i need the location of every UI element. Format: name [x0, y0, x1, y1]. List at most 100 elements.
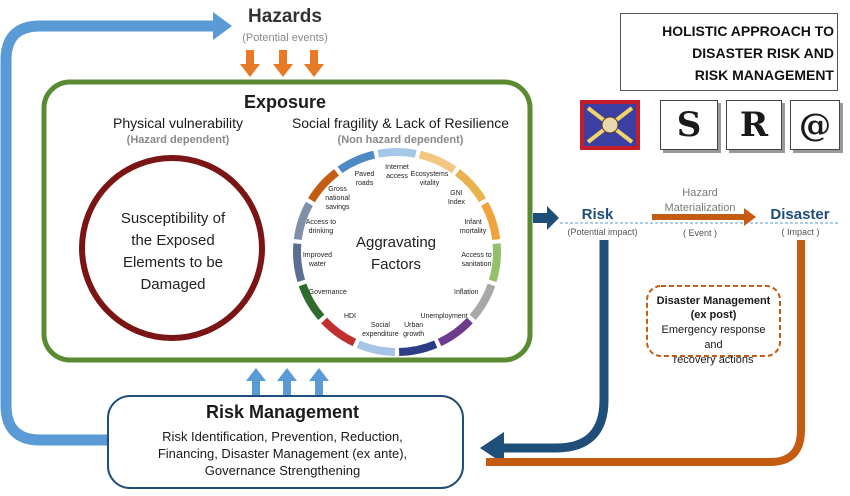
factor-label: Unemployment — [414, 312, 474, 321]
factor-label-line: Unemployment — [420, 313, 468, 321]
aggravating-factors-text: Aggravating Factors — [336, 232, 456, 276]
factor-label-line: expenditure — [362, 331, 399, 339]
factor-label-line: Urban — [404, 322, 424, 330]
feedback-loop-arrowhead — [213, 12, 232, 40]
factor-segment — [399, 340, 438, 356]
social-fragility-title: Social fragility & Lack of Resilience — [291, 115, 510, 131]
susceptibility-line: the Exposed — [131, 232, 215, 249]
rm-text-line: Financing, Disaster Management (ex ante)… — [157, 446, 408, 461]
social-fragility-subtitle: (Non hazard dependent) — [337, 134, 464, 146]
rm-text-line: Risk Identification, Prevention, Reducti… — [162, 429, 403, 444]
factor-label: Governance — [298, 288, 358, 297]
factor-label-line: Ecosystems — [410, 170, 449, 178]
hm-line: Materialization — [664, 202, 736, 214]
dm-text-line: Emergency response and — [661, 324, 766, 351]
risk-to-management-arrow — [500, 240, 609, 453]
factor-label-line: sanitation — [461, 261, 492, 269]
factor-label-line: Social — [370, 322, 390, 330]
factor-segment — [418, 150, 457, 174]
hazard-materialization-event: ( Event ) — [682, 228, 717, 238]
factor-label-line: Gross — [328, 185, 347, 193]
factor-label-line: Access to — [461, 252, 492, 260]
disaster-management-text: Emergency response and recovery actions — [651, 323, 776, 368]
factor-segment — [437, 317, 473, 347]
physical-vulnerability-subtitle: (Hazard dependent) — [126, 134, 230, 146]
factor-segment — [298, 283, 325, 320]
factor-label-line: vitality — [419, 179, 440, 187]
logo-crest — [580, 100, 640, 150]
factor-label-line: savings — [325, 203, 350, 211]
factor-segment — [337, 150, 376, 174]
title-box-text: HOLISTIC APPROACH TO DISASTER RISK AND R… — [624, 20, 834, 86]
factor-label-line: Index — [447, 199, 465, 207]
factor-label-line: roads — [355, 179, 374, 187]
disaster-subtitle: ( Impact ) — [781, 227, 820, 237]
aggravating-factors-ring — [293, 148, 502, 356]
exposure-to-risk-arrow — [533, 206, 559, 230]
susceptibility-text: Susceptibility of the Exposed Elements t… — [103, 208, 243, 296]
aggravating-line: Factors — [370, 256, 421, 273]
disaster-title: Disaster — [770, 206, 830, 223]
factor-label-line: drinking — [308, 228, 334, 236]
factor-label-line: Internet — [385, 164, 409, 171]
exposure-title: Exposure — [243, 92, 327, 112]
hm-line: Hazard — [682, 187, 718, 199]
factor-segment — [293, 243, 306, 283]
title-line: HOLISTIC APPROACH TO — [662, 23, 834, 39]
aggravating-line: Aggravating — [355, 234, 437, 251]
risk-management-box — [107, 395, 464, 489]
feedback-loop-arrow — [0, 20, 215, 446]
factor-label-line: Infant — [464, 219, 482, 227]
factor-label-line: Improved — [302, 252, 333, 260]
logo-letter-r: R — [739, 105, 769, 145]
risk-to-management-arrowhead — [480, 432, 504, 464]
factor-label-line: water — [308, 261, 326, 269]
factor-label-line: national — [325, 194, 350, 202]
crest-icon — [580, 100, 640, 150]
dm-title-line: (ex post) — [690, 309, 737, 321]
hazard-arrows — [240, 50, 324, 77]
factor-label-line: Governance — [308, 288, 347, 296]
factor-label-line: mortality — [459, 228, 487, 236]
dm-title-line: Disaster Management — [656, 295, 771, 307]
hazard-materialization-title: Hazard Materialization — [640, 186, 760, 216]
factor-segment — [377, 148, 417, 158]
physical-vulnerability-title: Physical vulnerability — [113, 115, 243, 131]
factor-label: Inflation — [436, 288, 496, 297]
logo-letter-s: S — [676, 105, 702, 145]
management-arrows — [246, 368, 329, 395]
factor-label-line: HDI — [343, 313, 356, 321]
disaster-management-box — [646, 285, 781, 357]
factor-segment — [356, 340, 395, 356]
risk-management-title: Risk Management — [205, 402, 360, 422]
title-line: DISASTER RISK AND — [692, 45, 834, 61]
susceptibility-line: Damaged — [140, 276, 206, 293]
materialization-arrow — [652, 208, 756, 226]
title-box — [620, 13, 838, 91]
risk-title: Risk — [581, 206, 614, 223]
title-line: RISK MANAGEMENT — [694, 67, 834, 83]
susceptibility-line: Elements to be — [122, 254, 224, 271]
factor-segment — [321, 317, 357, 347]
factor-segment — [455, 169, 486, 203]
factor-label-line: GNI — [450, 190, 463, 198]
disaster-management-title: Disaster Management (ex post) — [651, 294, 776, 322]
disaster-to-management-arrow — [486, 240, 805, 466]
susceptibility-circle — [79, 155, 265, 341]
rm-text-line: Governance Strengthening — [204, 463, 361, 478]
factor-label-line: Paved — [354, 170, 375, 178]
factor-segment — [308, 169, 339, 203]
susceptibility-line: Susceptibility of — [120, 210, 226, 227]
logo-s: S — [660, 100, 718, 150]
risk-subtitle: (Potential impact) — [567, 227, 638, 237]
